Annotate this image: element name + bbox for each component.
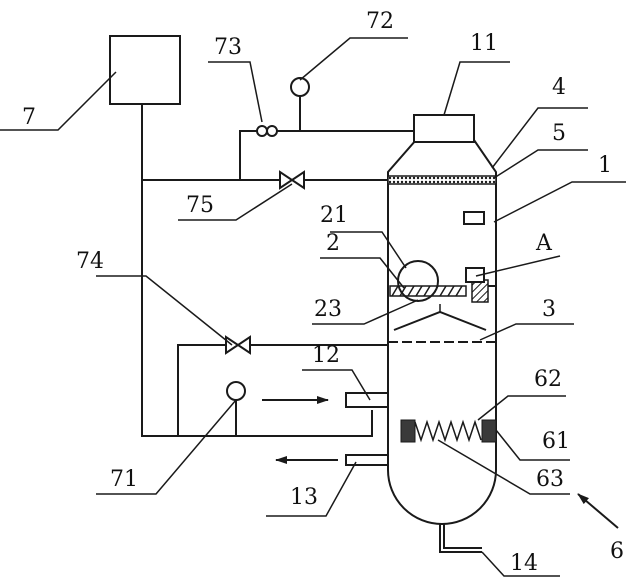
label-7: 7 bbox=[22, 105, 36, 130]
label-74: 74 bbox=[76, 249, 104, 274]
drain-pipe-end bbox=[443, 523, 482, 549]
label-A: A bbox=[535, 231, 553, 256]
spring-assembly bbox=[400, 419, 497, 443]
label-14: 14 bbox=[510, 551, 538, 576]
valve-74 bbox=[225, 335, 251, 355]
top-unit bbox=[413, 114, 475, 143]
cone-plate bbox=[393, 310, 487, 331]
valve-75 bbox=[279, 170, 305, 190]
leader-lines bbox=[0, 37, 626, 577]
drain-pipe bbox=[439, 523, 482, 553]
label-11: 11 bbox=[470, 31, 498, 56]
pointer-6-arrow bbox=[577, 493, 619, 529]
tank-7 bbox=[109, 35, 181, 105]
pipe-74-line bbox=[177, 344, 388, 436]
label-3: 3 bbox=[542, 297, 556, 322]
label-4: 4 bbox=[552, 75, 566, 100]
pipe-main-left bbox=[141, 104, 373, 437]
filter-layer bbox=[387, 175, 497, 185]
label-1: 1 bbox=[598, 153, 612, 178]
label-21: 21 bbox=[320, 203, 348, 228]
label-63: 63 bbox=[536, 467, 564, 492]
flow-meter-73a bbox=[256, 125, 268, 137]
label-12: 12 bbox=[312, 343, 340, 368]
label-73: 73 bbox=[214, 35, 242, 60]
inlet-pipe bbox=[345, 392, 389, 408]
flow-meter-73b bbox=[266, 125, 278, 137]
label-61: 61 bbox=[542, 429, 570, 454]
outlet-pipe bbox=[345, 454, 389, 466]
label-6: 6 bbox=[610, 539, 624, 564]
label-62: 62 bbox=[534, 367, 562, 392]
pipe-gauge-line bbox=[239, 130, 414, 180]
label-75: 75 bbox=[186, 193, 214, 218]
vessel bbox=[387, 139, 497, 525]
gauge-71 bbox=[226, 381, 246, 401]
side-bracket bbox=[463, 211, 485, 225]
label-71: 71 bbox=[110, 467, 138, 492]
gauge-72 bbox=[290, 77, 310, 97]
label-13: 13 bbox=[290, 485, 318, 510]
label-5: 5 bbox=[552, 121, 566, 146]
label-2: 2 bbox=[326, 231, 340, 256]
label-23: 23 bbox=[314, 297, 342, 322]
label-72: 72 bbox=[366, 9, 394, 34]
